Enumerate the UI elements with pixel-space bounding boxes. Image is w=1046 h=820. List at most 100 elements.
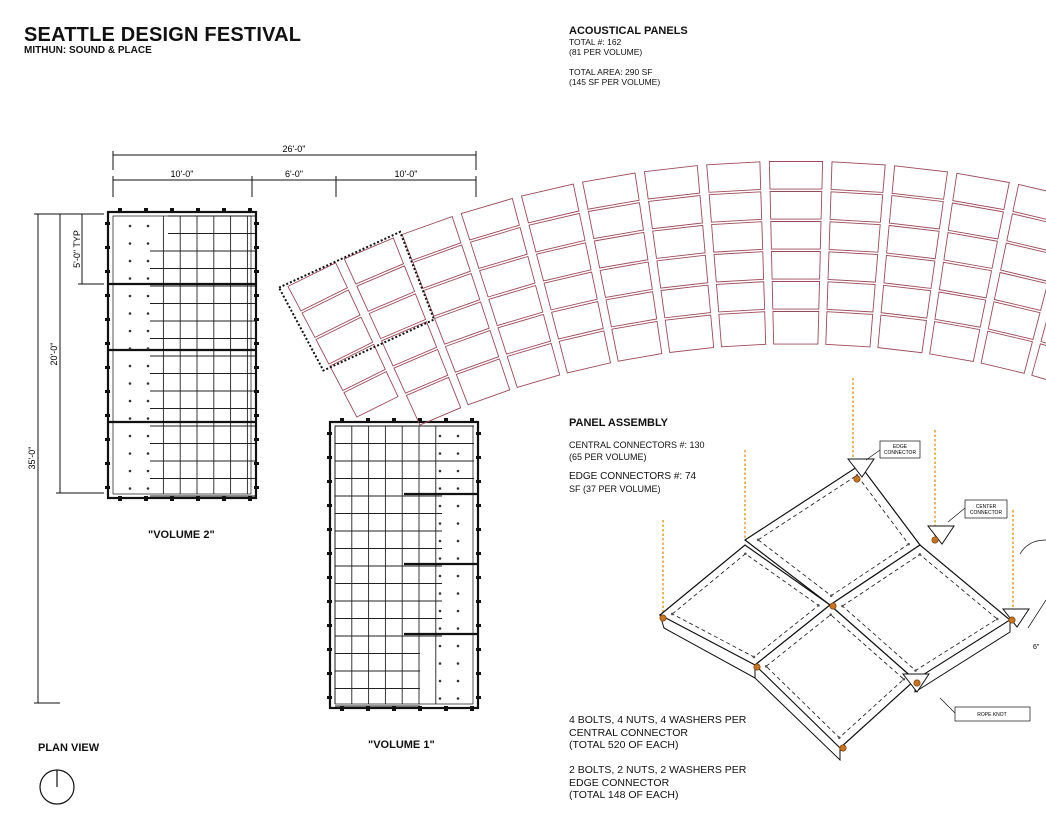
- clamp: [476, 624, 481, 627]
- acoustic-panel: [952, 172, 1010, 211]
- anchor-dot: [146, 329, 150, 333]
- anchor-dot: [128, 434, 132, 438]
- anchor-dot: [146, 417, 150, 420]
- anchor-dot: [438, 697, 442, 700]
- clamp: [105, 390, 110, 393]
- clamp: [418, 706, 422, 711]
- clamp: [327, 600, 332, 603]
- acoustic-panel: [706, 161, 762, 193]
- dim-overall-width: 26'-0": [283, 144, 306, 154]
- anchor-dot: [456, 609, 460, 613]
- dim-left-width: 10'-0": [171, 169, 194, 179]
- anchor-dot: [146, 434, 150, 438]
- acoustic-panel: [934, 291, 987, 328]
- page-subtitle: MITHUN: SOUND & PLACE: [24, 45, 152, 56]
- dim-middle-width: 6'-0": [285, 169, 303, 179]
- acoustic-panel: [643, 165, 701, 200]
- acoustic-panel: [769, 191, 823, 220]
- bolt: [817, 604, 820, 607]
- bolt: [914, 669, 917, 672]
- clamp: [327, 432, 332, 435]
- clamp: [476, 528, 481, 531]
- anchor-dot: [128, 452, 132, 455]
- clamp: [476, 576, 481, 579]
- clamp: [105, 366, 110, 369]
- acoustic-panel: [660, 284, 711, 319]
- acoustic-panel: [825, 311, 874, 348]
- acoustic-panel: [886, 224, 940, 260]
- acoustic-panel: [943, 232, 999, 269]
- anchor-dot: [128, 347, 132, 350]
- clamp: [392, 706, 396, 711]
- edge-hardware-line2: EDGE CONNECTOR: [569, 776, 670, 789]
- anchor-dot: [456, 487, 460, 490]
- volume-2-plan: [105, 208, 259, 501]
- clamp: [254, 462, 259, 465]
- clamp: [254, 390, 259, 393]
- acoustic-panel: [929, 321, 981, 363]
- central-hardware-line1: 4 BOLTS, 4 NUTS, 4 WASHERS PER: [569, 714, 747, 726]
- anchor-dot: [146, 364, 150, 368]
- anchor-dot: [456, 539, 460, 543]
- anchor-dot: [146, 224, 150, 228]
- clamp: [196, 208, 200, 213]
- connector-knot: [659, 614, 667, 622]
- bolt: [907, 542, 910, 546]
- clamp: [392, 418, 396, 423]
- anchor-dot: [438, 539, 442, 543]
- edge-hardware-line3: (TOTAL 148 OF EACH): [569, 789, 679, 801]
- tag-center-connector-line1: CENTER: [976, 504, 997, 510]
- anchor-dot: [438, 574, 442, 578]
- bolt: [918, 553, 922, 556]
- acoustic-panel: [497, 313, 552, 355]
- dim-overall-height: 35'-0": [27, 447, 37, 470]
- edge-connector-per-volume: SF (37 PER VOLUME): [569, 484, 661, 494]
- panel-assembly-info: PANEL ASSEMBLY CENTRAL CONNECTORS #: 130…: [569, 417, 705, 495]
- acoustic-panel: [593, 231, 649, 269]
- central-connector-count: CENTRAL CONNECTORS #: 130: [569, 440, 705, 450]
- clamp: [105, 294, 110, 297]
- north-arrow-icon: [39, 769, 75, 805]
- acoustic-panel: [356, 265, 416, 312]
- acoustic-panel: [648, 195, 703, 230]
- anchor-dot: [456, 574, 460, 578]
- clamp: [248, 208, 252, 213]
- acoustic-panel: [543, 271, 598, 311]
- acoustic-panel: [771, 281, 820, 310]
- anchor-dot: [438, 452, 442, 455]
- anchor-dot: [456, 679, 460, 683]
- acoustical-total-area: TOTAL AREA: 290 SF: [569, 67, 653, 77]
- clamp: [327, 504, 332, 507]
- tag-rope-knot: ROPE KNOT: [977, 712, 1006, 718]
- clamp: [476, 648, 481, 651]
- clamp: [248, 496, 252, 501]
- acoustic-panel: [460, 197, 520, 241]
- acoustic-panel: [558, 330, 612, 374]
- tag-edge-connector-line2: CONNECTOR: [884, 450, 917, 456]
- acoustic-panel: [656, 254, 709, 289]
- anchor-dot: [128, 242, 132, 245]
- anchor-dot: [146, 487, 150, 490]
- anchor-dot: [456, 452, 460, 455]
- acoustic-panel: [368, 293, 427, 340]
- connector-knot: [753, 663, 761, 671]
- acoustic-panel: [708, 191, 763, 223]
- clamp: [105, 486, 110, 489]
- clamp: [327, 552, 332, 555]
- clamp: [254, 246, 259, 249]
- acoustic-panel: [826, 281, 876, 313]
- clamp: [105, 318, 110, 321]
- dim-six-inch: 6": [1033, 644, 1040, 651]
- clamp: [327, 528, 332, 531]
- clamp: [254, 366, 259, 369]
- acoustic-panel: [582, 172, 640, 210]
- clamp: [327, 456, 332, 459]
- anchor-dot: [456, 522, 460, 525]
- connector-knot: [839, 744, 847, 752]
- acoustic-panel: [829, 191, 884, 223]
- clamp: [340, 706, 344, 711]
- acoustic-panel: [768, 161, 824, 190]
- anchor-dot: [438, 487, 442, 490]
- clamp: [144, 208, 148, 213]
- anchor-dot: [146, 312, 150, 315]
